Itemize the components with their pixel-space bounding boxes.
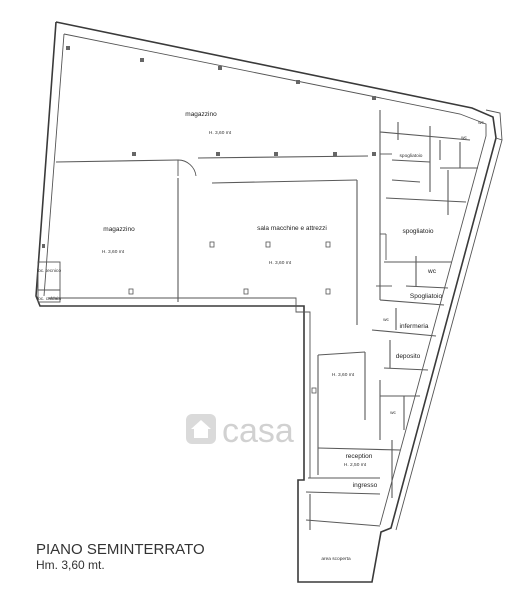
label-loc-tecnico-text: loc. tecnico [37,268,61,274]
label-wc-top2: wc [461,136,467,141]
label-spogliatoio-low: Spogliatoio [410,293,443,300]
label-reception-height: H. 2,50 mt [344,462,367,468]
label-deposito: deposito [396,353,421,360]
label-magazzino-left: magazzino [103,226,135,233]
label-corridor-height: H. 3,60 mt [332,372,355,378]
outer-walls [35,21,503,583]
room-labels: magazzino H. 3,60 mt magazzino H. 3,60 m… [37,111,485,562]
label-reception: reception [346,453,373,460]
label-sala-macchine: sala macchine e attrezzi [257,225,327,232]
label-spogliatoio-mid: spogliatoio [402,228,433,235]
columns [42,46,376,394]
interior-walls [37,110,478,530]
watermark-text: casa [222,412,294,450]
plan-subtitle: Hm. 3,60 mt. [36,558,105,572]
house-icon [186,414,216,444]
label-area-scoperta: area scoperta [321,556,351,562]
label-magazzino-top-height: H. 3,60 mt [209,130,232,136]
label-wc-bottom: wc [390,411,396,416]
label-sala-height: H. 3,60 mt [269,260,292,266]
label-infermeria: infermeria [400,323,429,330]
watermark: casa [186,412,294,450]
label-ingresso: ingresso [353,482,378,489]
label-wc-top: wc [478,121,484,126]
label-magazzino-top: magazzino [185,111,217,118]
label-wc-mid: wc [427,268,437,275]
label-loc-tecnico: loc. tecnico [37,268,61,274]
label-magazzino-left-height: H. 3,60 mt [102,249,125,255]
label-wc-low: wc [383,318,389,323]
plan-title: PIANO SEMINTERRATO [36,541,205,558]
label-spogliatoio-top: spogliatoio [400,153,423,159]
label-loc-caldaia: loc. caldaia [37,296,61,302]
